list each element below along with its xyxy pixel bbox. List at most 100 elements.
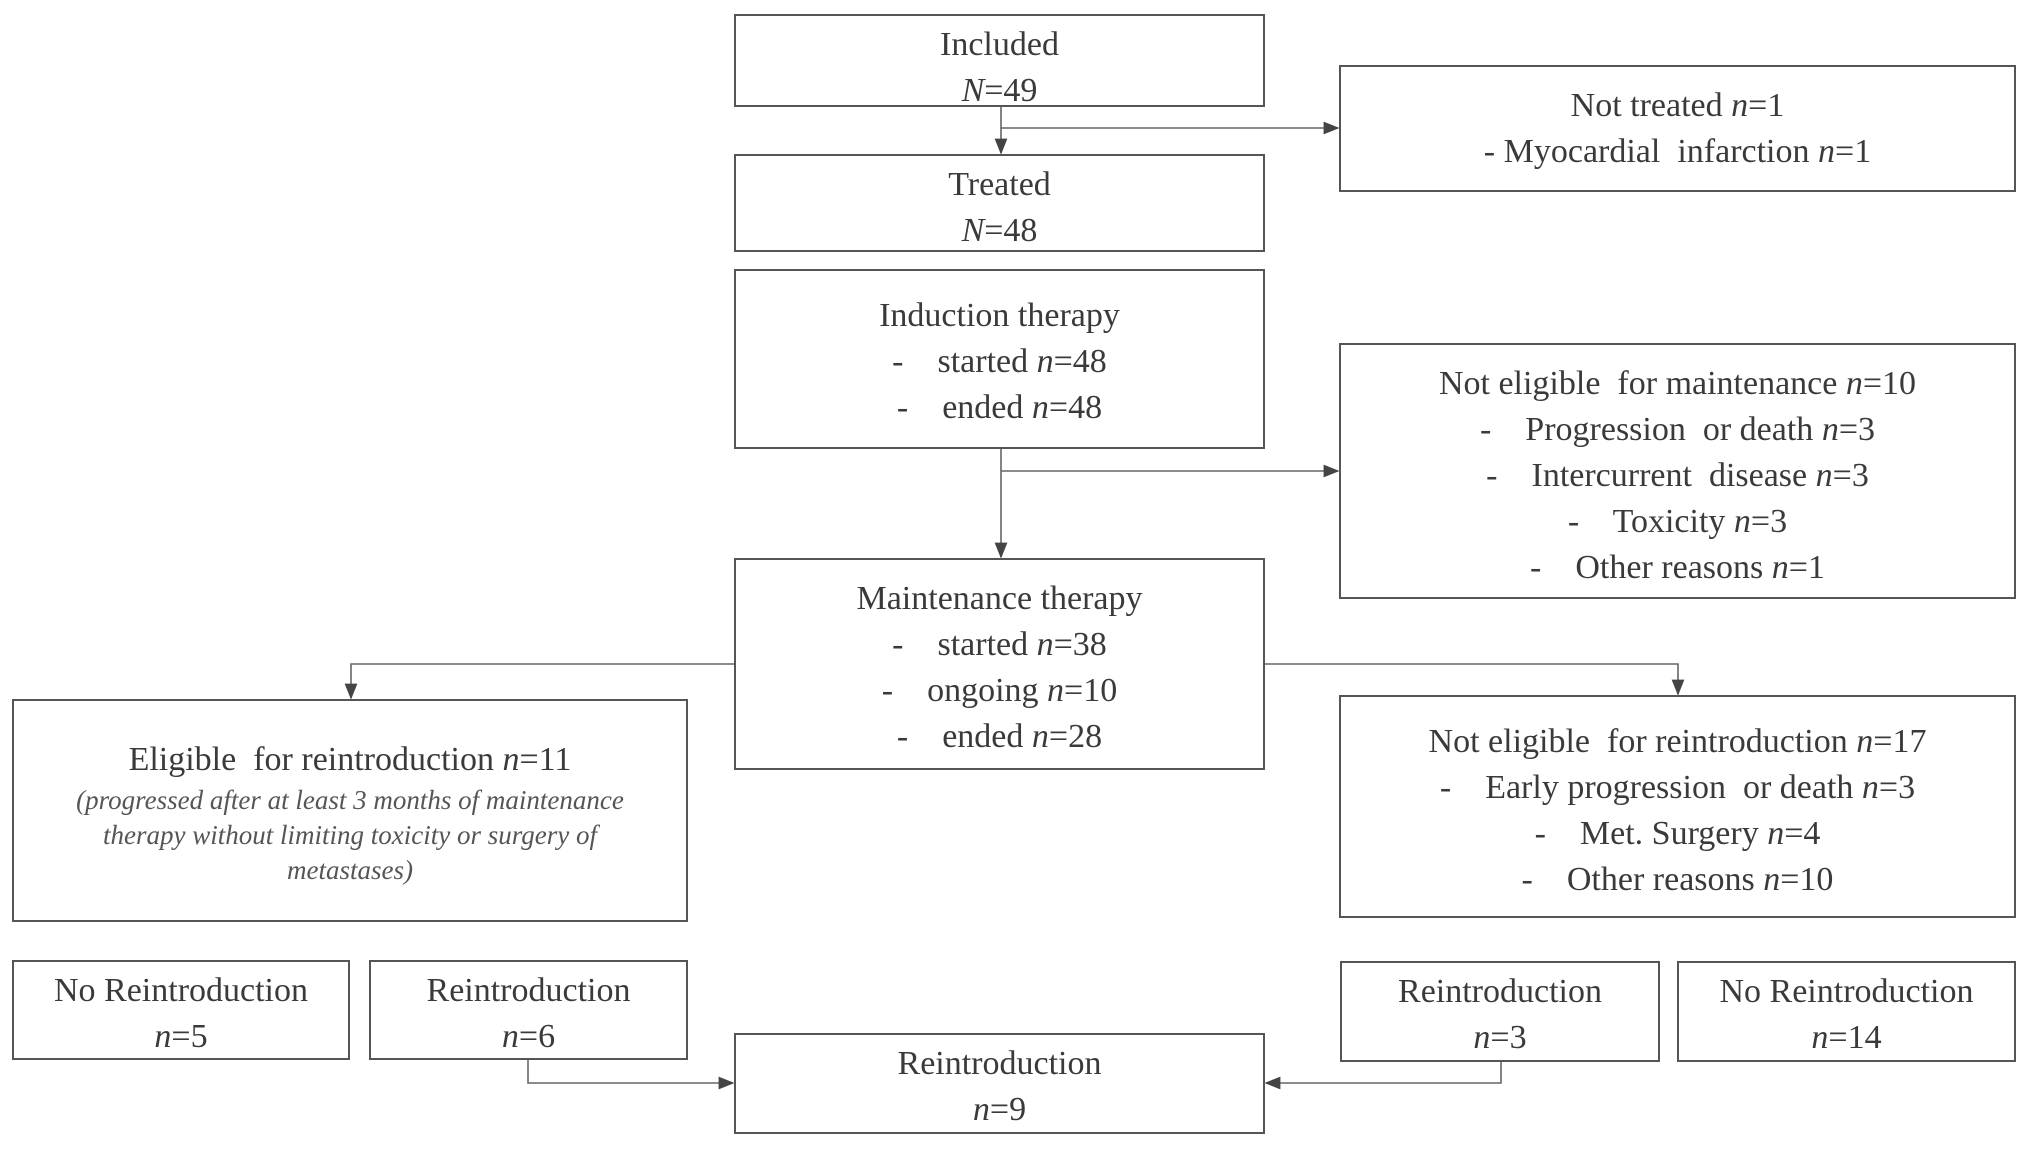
- box-line: - Progression or death n=3: [1480, 407, 1875, 453]
- count-variable: n: [1031, 718, 1049, 755]
- count-value: =10: [1780, 861, 1834, 898]
- count-variable: n: [1731, 86, 1749, 124]
- box-line: - Met. Surgery n=4: [1535, 811, 1821, 857]
- count-value: =9: [989, 1091, 1027, 1128]
- line-text: - Early progression or death: [1439, 769, 1862, 806]
- line-text: - Progression or death: [1479, 411, 1822, 448]
- count-variable: n: [972, 1091, 990, 1128]
- box-line: Not eligible for reintroduction n=17: [1429, 719, 1927, 765]
- line-text: - started: [892, 626, 1037, 663]
- induction-therapy-box: Induction therapy- started n=48- ended n…: [734, 269, 1265, 449]
- not-eligible-reintroduction-box: Not eligible for reintroduction n=17- Ea…: [1339, 695, 2016, 918]
- reintroduction-total-box: Reintroduction n=9: [734, 1033, 1265, 1134]
- line-text: Treated: [948, 166, 1051, 203]
- box-line: - Myocardial infarction n=1: [1484, 129, 1871, 175]
- box-line: Included: [940, 22, 1059, 68]
- not-treated-box: Not treated n=1- Myocardial infarction n…: [1339, 65, 2016, 192]
- box-line: No Reintroduction: [1719, 969, 1973, 1015]
- count-value: =14: [1828, 1019, 1882, 1056]
- box-line: Maintenance therapy: [856, 576, 1142, 622]
- count-variable: n: [502, 741, 520, 778]
- line-text: No Reintroduction: [1719, 973, 1974, 1010]
- box-line: n=9: [973, 1087, 1026, 1133]
- line-text: Reintroduction: [897, 1045, 1102, 1082]
- count-value: =48: [1048, 389, 1103, 426]
- count-variable: n: [1036, 626, 1054, 663]
- line-text: Maintenance therapy: [856, 580, 1143, 617]
- count-value: =11: [519, 741, 572, 778]
- count-value: =48: [1053, 343, 1107, 380]
- eligible-reintroduction-box: Eligible for reintroduction n=11(progres…: [12, 699, 688, 922]
- box-line: n=14: [1811, 1015, 1881, 1061]
- count-value: =4: [1784, 815, 1821, 852]
- count-value: =28: [1048, 718, 1103, 755]
- count-variable: n: [1856, 723, 1874, 760]
- line-text: - Other reasons: [1530, 549, 1772, 586]
- count-variable: n: [1473, 1019, 1491, 1056]
- box-line: Not treated n=1: [1571, 83, 1785, 129]
- count-variable: N: [961, 212, 985, 249]
- line-text: Induction therapy: [879, 297, 1120, 334]
- not-eligible-maintenance-box: Not eligible for maintenance n=10- Progr…: [1339, 343, 2016, 599]
- box-line: Reintroduction: [427, 968, 631, 1014]
- count-value: =1: [1788, 549, 1825, 586]
- box-line: - started n=38: [892, 622, 1107, 668]
- count-value: =10: [1064, 672, 1118, 709]
- count-value: =1: [1835, 132, 1872, 170]
- count-value: =3: [1490, 1019, 1527, 1056]
- line-text: - ended: [896, 718, 1032, 755]
- count-variable: n: [1031, 389, 1049, 426]
- count-value: =3: [1878, 769, 1916, 806]
- to-not-eligible-reintroduction-arrow: [1265, 663, 1685, 696]
- line-text: Reintroduction: [426, 972, 631, 1009]
- line-text: - Intercurrent disease: [1486, 457, 1816, 494]
- box-line: - Toxicity n=3: [1568, 499, 1787, 545]
- maintenance-therapy-box: Maintenance therapy- started n=38- ongoi…: [734, 558, 1265, 770]
- line-text: Not treated: [1570, 86, 1732, 124]
- count-value: =17: [1873, 723, 1927, 760]
- line-text: - started: [892, 343, 1037, 380]
- box-line: n=3: [1473, 1015, 1526, 1061]
- count-variable: n: [1815, 457, 1833, 494]
- box-line: - ended n=28: [897, 714, 1102, 760]
- count-variable: N: [961, 72, 985, 109]
- left-to-total-arrow: [527, 1060, 735, 1090]
- box-line: - Other reasons n=1: [1530, 545, 1825, 591]
- line-text: Eligible for reintroduction: [128, 741, 503, 778]
- line-text: - ended: [896, 389, 1032, 426]
- count-variable: n: [1818, 132, 1836, 170]
- line-text: Included: [940, 26, 1059, 63]
- count-variable: n: [154, 1018, 172, 1055]
- count-variable: n: [1771, 549, 1789, 586]
- count-value: =3: [1832, 457, 1869, 494]
- no-reintroduction-right-box: No Reintroduction n=14: [1677, 961, 2016, 1062]
- count-variable: n: [1811, 1019, 1829, 1056]
- box-line: Reintroduction: [1398, 969, 1602, 1015]
- to-eligible-reintroduction-arrow: [344, 663, 734, 700]
- box-line: - Intercurrent disease n=3: [1486, 453, 1869, 499]
- line-text: - Met. Surgery: [1534, 815, 1768, 852]
- count-value: =3: [1750, 503, 1788, 540]
- count-variable: n: [501, 1018, 519, 1055]
- count-value: =38: [1053, 626, 1107, 663]
- count-variable: n: [1733, 503, 1751, 540]
- count-variable: n: [1845, 365, 1863, 402]
- line-text: - Toxicity: [1567, 503, 1734, 540]
- box-line: n=5: [154, 1014, 207, 1060]
- count-variable: n: [1861, 769, 1879, 806]
- box-line: Reintroduction: [898, 1041, 1102, 1087]
- line-text: - Other reasons: [1521, 861, 1764, 898]
- count-value: =5: [171, 1018, 208, 1055]
- count-variable: n: [1767, 815, 1785, 852]
- line-text: Not eligible for reintroduction: [1428, 723, 1857, 760]
- count-variable: n: [1821, 411, 1839, 448]
- box-line: n=6: [502, 1014, 555, 1060]
- count-value: =10: [1862, 365, 1917, 402]
- line-text: - Myocardial infarction: [1483, 132, 1819, 170]
- count-value: =3: [1838, 411, 1875, 448]
- line-text: - ongoing: [881, 672, 1048, 709]
